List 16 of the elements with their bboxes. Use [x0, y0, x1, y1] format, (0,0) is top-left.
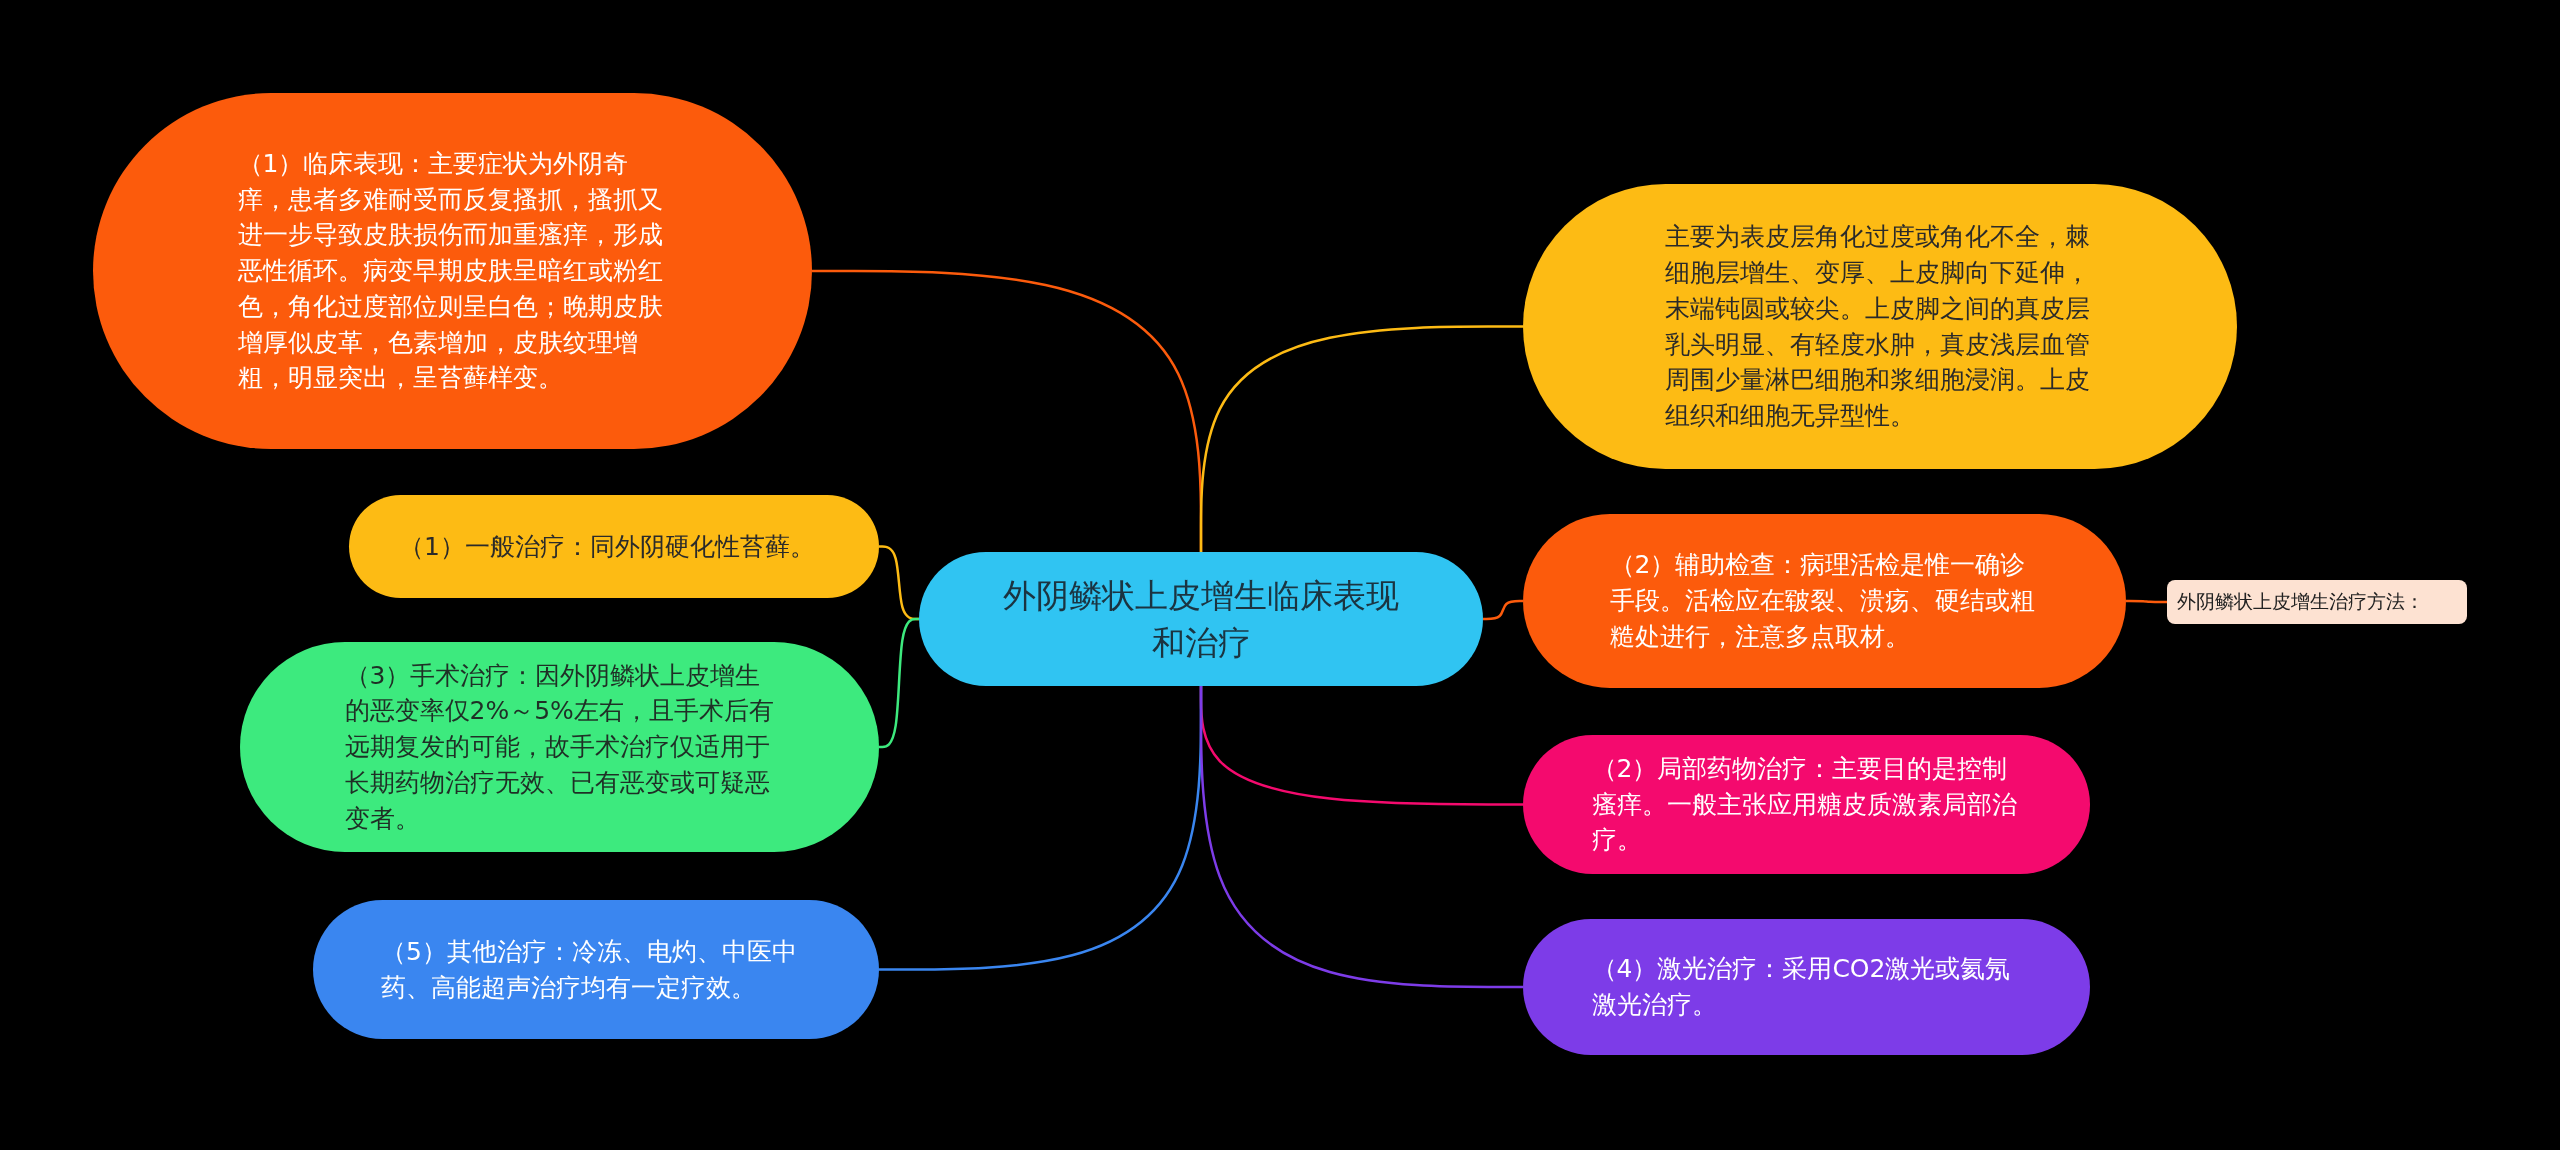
connector-line [879, 617, 919, 749]
node-text: 主要为表皮层角化过度或角化不全，棘细胞层增生、变厚、上皮脚向下延伸，末端钝圆或较尖。上皮脚之间的真皮层乳头明显、有轻度水肿，真皮浅层血管周围少量淋巴细胞和浆细胞浸润。上皮组织和细胞无异型性。 [1665, 221, 2091, 432]
node-text: 外阴鳞状上皮增生治疗方法： [2177, 589, 2425, 615]
connector-line [1199, 325, 1523, 552]
node-text: （2）辅助检查：病理活检是惟一确诊手段。活检应在皲裂、溃疡、硬结或粗糙处进行，注意多点取材。 [1609, 549, 2036, 653]
connector-line [1199, 686, 1523, 989]
connector-line [2126, 599, 2167, 604]
node-text: （5）其他治疗：冷冻、电灼、中医中药、高能超声治疗均有一定疗效。 [381, 935, 798, 1004]
node-text: （1）临床表现：主要症状为外阴奇痒，患者多难耐受而反复搔抓，搔抓又进一步导致皮肤损伤而加重瘙痒，形成恶性循环。病变早期皮肤呈暗红或粉红色，角化过度部位则呈白色；晚期皮肤增厚似皮革，色素增加，皮肤纹理增粗，明显突出，呈苔藓样变。 [237, 147, 664, 395]
node-text: （1）一般治疗：同外阴硬化性苔藓。 [399, 530, 816, 563]
connector-line [1483, 599, 1523, 621]
node-text: （4）激光治疗：采用CO2激光或氦氖激光治疗。 [1591, 953, 2012, 1021]
node-text: （3）手术治疗：因外阴鳞状上皮增生的恶变率仅2%～5%左右，且手术后有远期复发的可能，故手术治疗仅适用于长期药物治疗无效、已有恶变或可疑恶变者。 [344, 659, 775, 835]
note-tag [2167, 580, 2467, 624]
node-text: 外阴鳞状上皮增生临床表现和治疗 [1002, 574, 1400, 664]
node-text: （2）局部药物治疗：主要目的是控制瘙痒。一般主张应用糖皮质激素局部治疗。 [1591, 752, 2018, 857]
